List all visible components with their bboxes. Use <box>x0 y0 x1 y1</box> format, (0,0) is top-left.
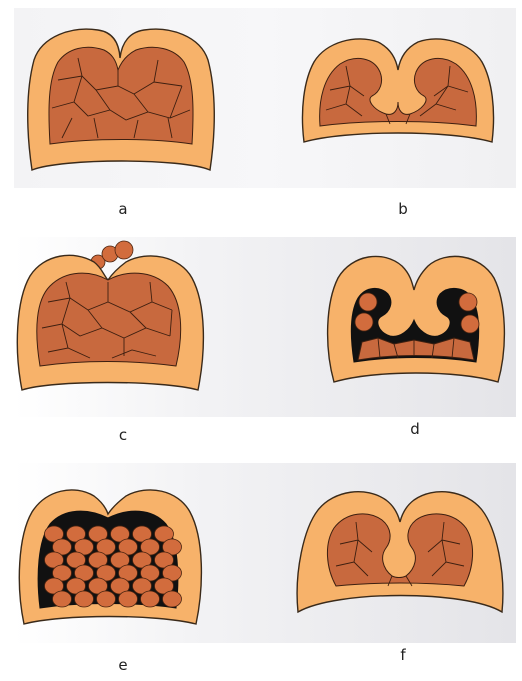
cell-ball <box>163 591 182 607</box>
panel-c-figure <box>12 240 212 410</box>
panel-e-label: e <box>108 656 138 674</box>
panel-d-figure <box>318 246 518 406</box>
panel-f-figure <box>296 482 508 622</box>
panel-d-label: d <box>400 420 430 438</box>
panel-b-figure <box>300 30 500 170</box>
panel-c-label: c <box>108 426 138 444</box>
panel-e-figure <box>16 476 206 641</box>
panel-b-label: b <box>388 200 418 218</box>
cell-ball <box>53 591 72 607</box>
cell-ball <box>75 591 94 607</box>
cell-ball <box>141 591 160 607</box>
panel-a-label: a <box>108 200 138 218</box>
panel-f-label: f <box>388 646 418 664</box>
panel-a-figure <box>22 20 222 180</box>
cell-ball <box>119 591 138 607</box>
cell-ball <box>97 591 116 607</box>
